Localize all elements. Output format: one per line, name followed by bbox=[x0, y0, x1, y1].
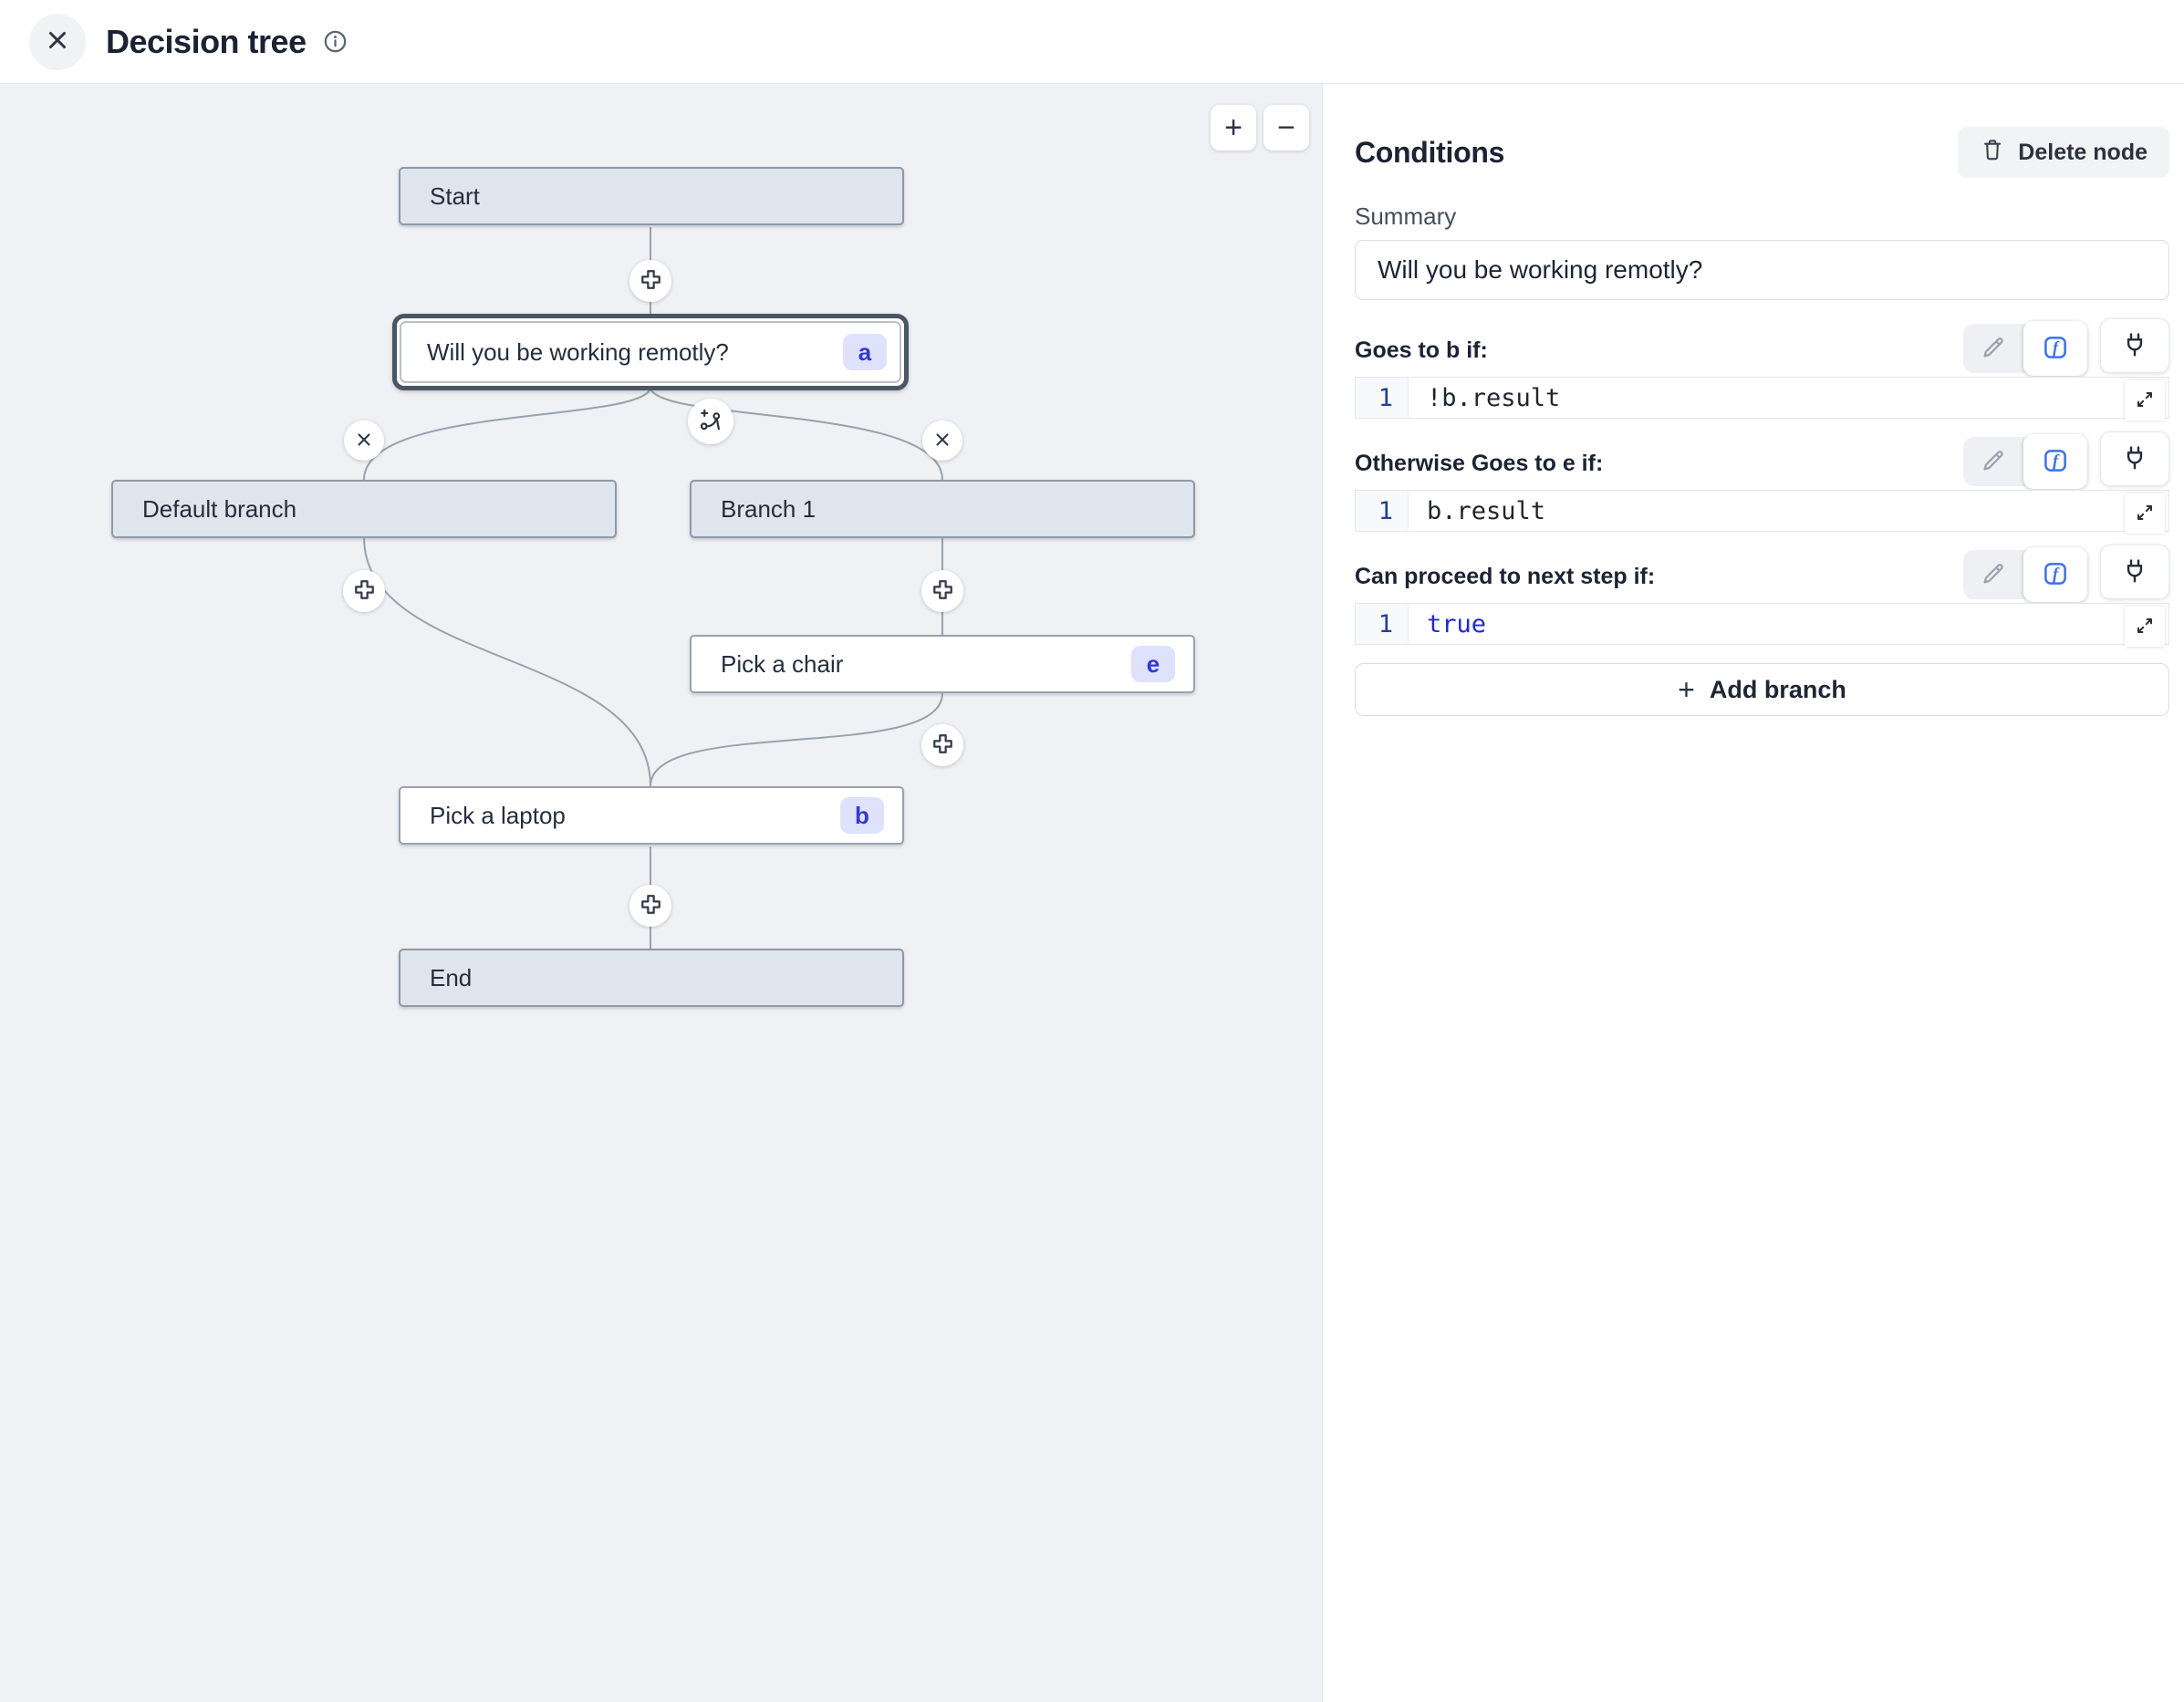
text-mode-button[interactable] bbox=[1963, 550, 2023, 599]
info-icon[interactable] bbox=[323, 29, 348, 54]
plug-icon bbox=[2120, 330, 2149, 362]
plus-icon bbox=[352, 577, 377, 605]
page-title: Decision tree bbox=[106, 23, 307, 61]
add-node-button[interactable] bbox=[629, 260, 671, 302]
node-branch-1[interactable]: Branch 1 bbox=[690, 480, 1195, 538]
fx-mode-button[interactable]: f bbox=[2023, 434, 2087, 489]
condition-label: Otherwise Goes to e if: bbox=[1355, 451, 1963, 486]
connect-source-button[interactable] bbox=[2100, 318, 2169, 373]
add-branch-label: Add branch bbox=[1710, 676, 1846, 704]
node-start[interactable]: Start bbox=[399, 167, 904, 225]
delete-node-label: Delete node bbox=[2018, 140, 2148, 166]
line-number: 1 bbox=[1356, 604, 1409, 644]
line-number: 1 bbox=[1356, 491, 1409, 531]
editor-mode-toggle: f bbox=[1963, 550, 2087, 599]
function-icon: f bbox=[2042, 334, 2069, 364]
panel-title: Conditions bbox=[1355, 136, 1504, 170]
node-label: End bbox=[430, 964, 884, 992]
pencil-icon bbox=[1980, 447, 2007, 477]
add-branch-node-button[interactable] bbox=[688, 399, 733, 444]
plus-icon bbox=[931, 577, 955, 605]
function-icon: f bbox=[2042, 447, 2069, 477]
x-icon bbox=[354, 430, 374, 452]
condition-label: Goes to b if: bbox=[1355, 337, 1963, 373]
delete-node-button[interactable]: Delete node bbox=[1958, 127, 2169, 178]
expand-editor-button[interactable] bbox=[2125, 380, 2165, 420]
node-pick-a-chair[interactable]: Pick a chair e bbox=[690, 635, 1195, 693]
code-text: b.result bbox=[1409, 491, 2168, 531]
node-default-branch[interactable]: Default branch bbox=[111, 480, 617, 538]
remove-branch-left-button[interactable] bbox=[344, 420, 384, 461]
add-node-button[interactable] bbox=[629, 885, 671, 927]
text-mode-button[interactable] bbox=[1963, 324, 2023, 373]
branch-plus-icon bbox=[698, 408, 723, 436]
code-editor-goes-to-e[interactable]: 1 b.result bbox=[1355, 490, 2169, 532]
editor-mode-toggle: f bbox=[1963, 324, 2087, 373]
expand-icon bbox=[2134, 389, 2156, 413]
add-node-button[interactable] bbox=[343, 570, 385, 612]
code-text: !b.result bbox=[1409, 378, 2168, 418]
condition-label: Can proceed to next step if: bbox=[1355, 564, 1963, 599]
connect-source-button[interactable] bbox=[2100, 545, 2169, 599]
node-pick-a-laptop[interactable]: Pick a laptop b bbox=[399, 786, 904, 845]
remove-branch-right-button[interactable] bbox=[922, 420, 962, 461]
add-node-button[interactable] bbox=[921, 570, 963, 612]
node-label: Pick a chair bbox=[721, 650, 1131, 679]
zoom-out-button[interactable]: − bbox=[1264, 105, 1309, 150]
summary-input[interactable] bbox=[1355, 240, 2169, 300]
node-label: Default branch bbox=[142, 495, 597, 524]
expand-editor-button[interactable] bbox=[2125, 607, 2165, 647]
editor-mode-toggle: f bbox=[1963, 437, 2087, 486]
flow-canvas[interactable]: + − Start Will you be working remotly? a… bbox=[0, 84, 1323, 1702]
node-end[interactable]: End bbox=[399, 949, 904, 1007]
close-icon bbox=[44, 26, 71, 57]
node-badge: a bbox=[843, 334, 887, 370]
plug-icon bbox=[2120, 443, 2149, 475]
conditions-panel: Conditions Delete node Summary Goes to b… bbox=[1324, 84, 2184, 1702]
node-question-selected[interactable]: Will you be working remotly? a bbox=[392, 314, 909, 390]
node-label: Branch 1 bbox=[721, 495, 1175, 524]
code-text: true bbox=[1409, 604, 2168, 644]
plus-icon bbox=[639, 892, 663, 919]
plus-icon: + bbox=[1678, 675, 1695, 704]
pencil-icon bbox=[1980, 560, 2007, 590]
code-editor-can-proceed[interactable]: 1 true bbox=[1355, 603, 2169, 645]
text-mode-button[interactable] bbox=[1963, 437, 2023, 486]
code-editor-goes-to-b[interactable]: 1 !b.result bbox=[1355, 377, 2169, 419]
x-icon bbox=[932, 430, 952, 452]
expand-icon bbox=[2134, 615, 2156, 639]
line-number: 1 bbox=[1356, 378, 1409, 418]
zoom-in-button[interactable]: + bbox=[1211, 105, 1256, 150]
plus-icon bbox=[639, 267, 663, 295]
node-badge: b bbox=[840, 797, 884, 834]
node-label: Start bbox=[430, 182, 884, 211]
pencil-icon bbox=[1980, 334, 2007, 364]
node-badge: e bbox=[1131, 646, 1175, 682]
plug-icon bbox=[2120, 556, 2149, 588]
add-branch-button[interactable]: + Add branch bbox=[1355, 663, 2169, 716]
function-icon: f bbox=[2042, 560, 2069, 590]
connect-source-button[interactable] bbox=[2100, 431, 2169, 486]
node-label: Pick a laptop bbox=[430, 802, 840, 830]
expand-editor-button[interactable] bbox=[2125, 493, 2165, 534]
summary-label: Summary bbox=[1355, 202, 2169, 231]
trash-icon bbox=[1980, 137, 2005, 169]
add-node-button[interactable] bbox=[921, 724, 963, 766]
fx-mode-button[interactable]: f bbox=[2023, 547, 2087, 602]
close-button[interactable] bbox=[29, 14, 86, 70]
top-bar: Decision tree bbox=[0, 0, 2184, 84]
expand-icon bbox=[2134, 502, 2156, 526]
fx-mode-button[interactable]: f bbox=[2023, 321, 2087, 376]
node-label: Will you be working remotly? bbox=[427, 338, 843, 367]
plus-icon bbox=[931, 732, 955, 759]
